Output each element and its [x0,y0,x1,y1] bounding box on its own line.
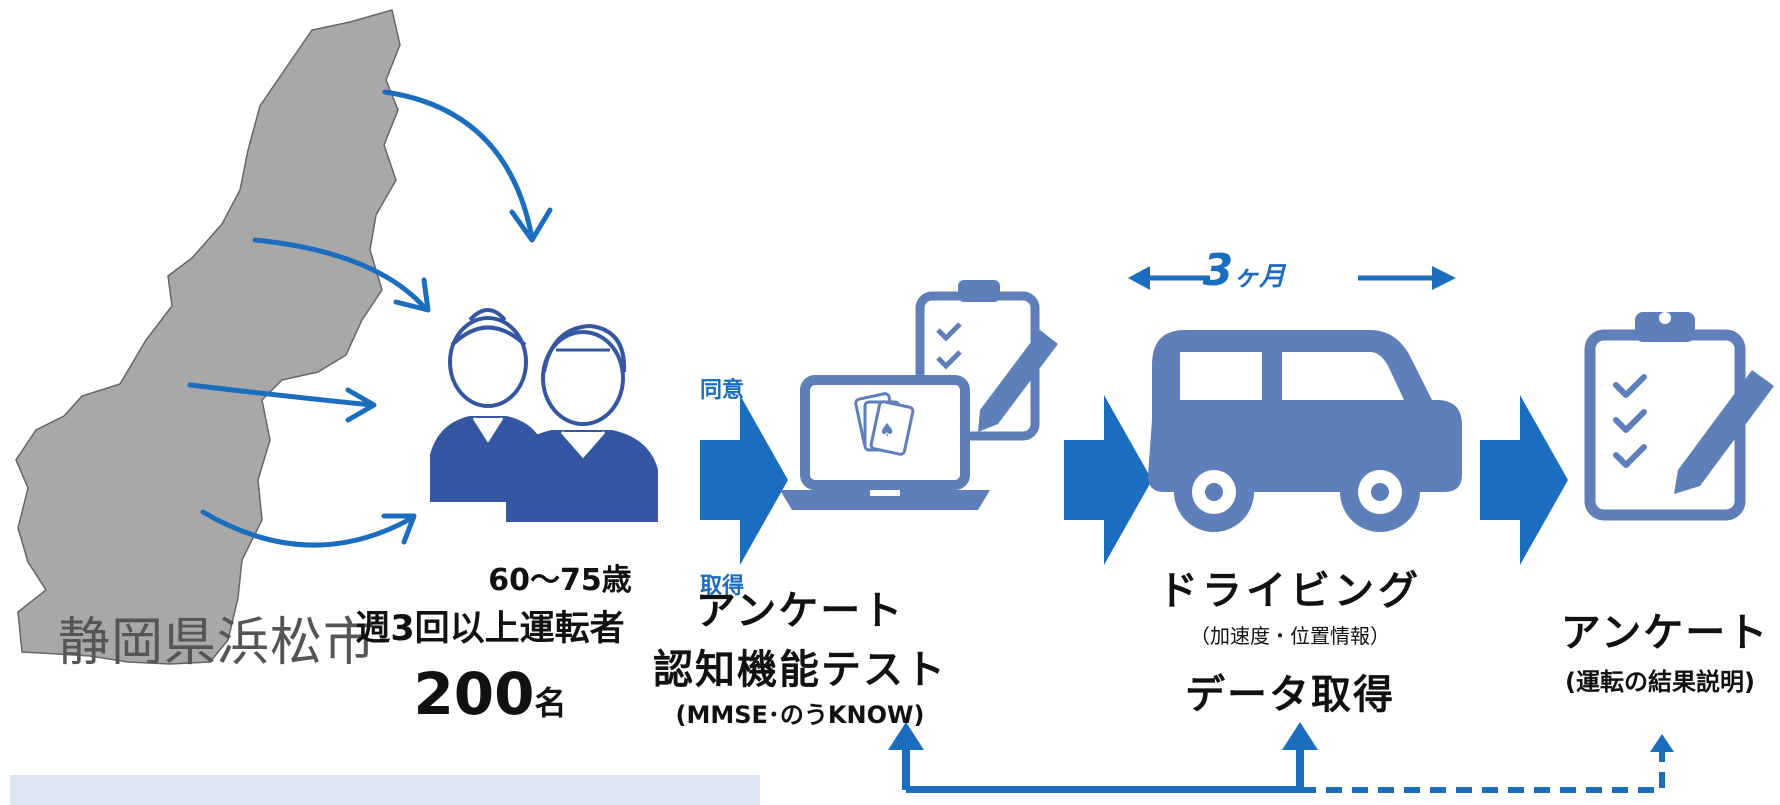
consent-bottom: 取得 [700,574,745,599]
recruit-arrow-4 [200,509,415,548]
survey-test-line1: アンケート [695,588,905,634]
flow-arrow-1 [700,395,788,565]
driving-line2: （加速度・位置情報） [1190,624,1390,648]
feedback-solid-line [902,742,1304,793]
driving-line3: データ取得 [1185,672,1395,718]
recruit-arrow-1-head [509,207,553,243]
driving-line1: ドライビング [1158,568,1422,614]
participant-count-unit: 名 [534,684,567,722]
recruit-arrow-1 [382,89,535,241]
survey-test-line3: (MMSE･のうKNOW) [675,701,925,729]
feedback-arrow-head-3 [1650,734,1674,752]
recruit-arrow-3-head [345,387,377,423]
flow-arrow-2 [1064,395,1152,565]
duration-arrow-left-head [1128,266,1150,290]
final-survey-line2: (運転の結果説明) [1565,668,1755,696]
feedback-arrow-head-2 [1282,722,1318,750]
feedback-dashed-line [1300,748,1665,793]
car-icon [1148,330,1462,532]
recruit-arrow-2-head [393,277,431,313]
duration-value: 3 [1202,245,1234,296]
recruit-arrow-4-head [381,513,417,545]
final-survey-line1: アンケート [1560,610,1770,656]
participant-count: 200名 [370,660,610,728]
flow-arrow-3 [1480,395,1568,565]
laptop-cards-icon: ♠ [780,280,1058,510]
consent-top: 同意 [700,378,745,403]
clipboard-pen-icon [1584,312,1774,521]
duration-arrow-right-head [1432,266,1456,290]
duration-label: 3ヶ月 [1144,245,1344,296]
survey-test-line2: 認知機能テスト [653,647,947,693]
svg-text:♠: ♠ [879,420,895,441]
participant-condition: 週3回以上運転者 [355,609,625,649]
recruit-arrow-2 [252,237,428,311]
participant-age: 60〜75歳 [488,563,632,598]
people-icon [430,308,658,522]
feedback-arrow-head-1 [888,722,924,750]
hamamatsu-map [15,9,401,665]
duration-unit: ヶ月 [1233,262,1286,292]
recruit-arrow-3 [187,382,375,408]
note-band [10,775,760,805]
participant-count-value: 200 [413,660,535,728]
region-label: 静岡県浜松市 [58,613,377,673]
